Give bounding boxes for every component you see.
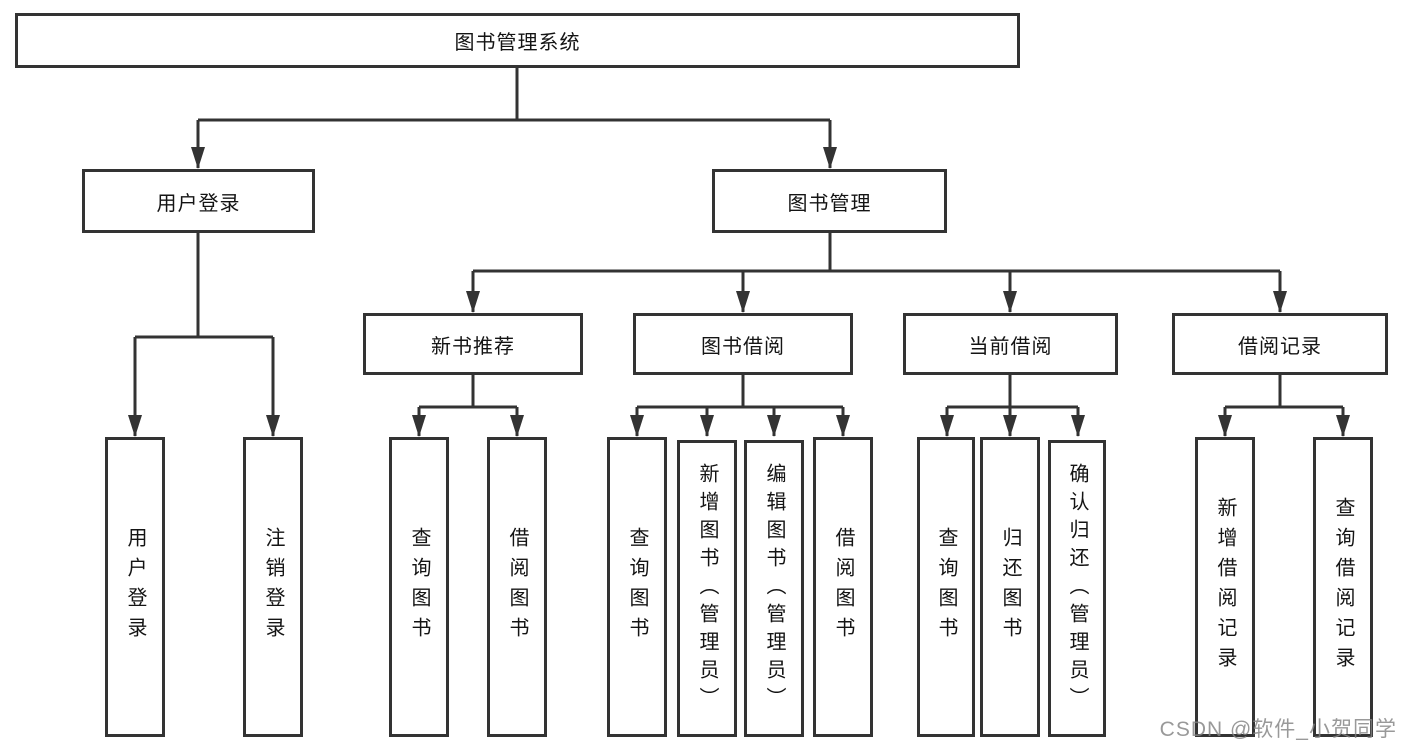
node-borrow-records: 借阅记录 [1172,313,1388,375]
leaf-logout: 注销登录 [243,437,303,737]
node-book-management: 图书管理 [712,169,947,233]
leaf-return-books: 归还图书 [980,437,1040,737]
leaf-query-borrow-record: 查询借阅记录 [1313,437,1373,737]
node-root-system: 图书管理系统 [15,13,1020,68]
leaf-borrow-books: 借阅图书 [813,437,873,737]
leaf-current-query-books: 查询图书 [917,437,975,737]
csdn-watermark: CSDN @软件_小贺同学 [1159,718,1397,741]
node-user-login: 用户登录 [82,169,315,233]
leaf-recommend-borrow-books: 借阅图书 [487,437,547,737]
leaf-edit-books-admin: 编辑图书（管理员） [744,440,804,737]
node-current-borrow: 当前借阅 [903,313,1118,375]
leaf-borrow-query-books: 查询图书 [607,437,667,737]
leaf-add-books-admin: 新增图书（管理员） [677,440,737,737]
leaf-add-borrow-record: 新增借阅记录 [1195,437,1255,737]
node-new-book-recommend: 新书推荐 [363,313,583,375]
leaf-confirm-return-admin: 确认归还（管理员） [1048,440,1106,737]
node-book-borrow: 图书借阅 [633,313,853,375]
leaf-user-login: 用户登录 [105,437,165,737]
leaf-recommend-query-books: 查询图书 [389,437,449,737]
